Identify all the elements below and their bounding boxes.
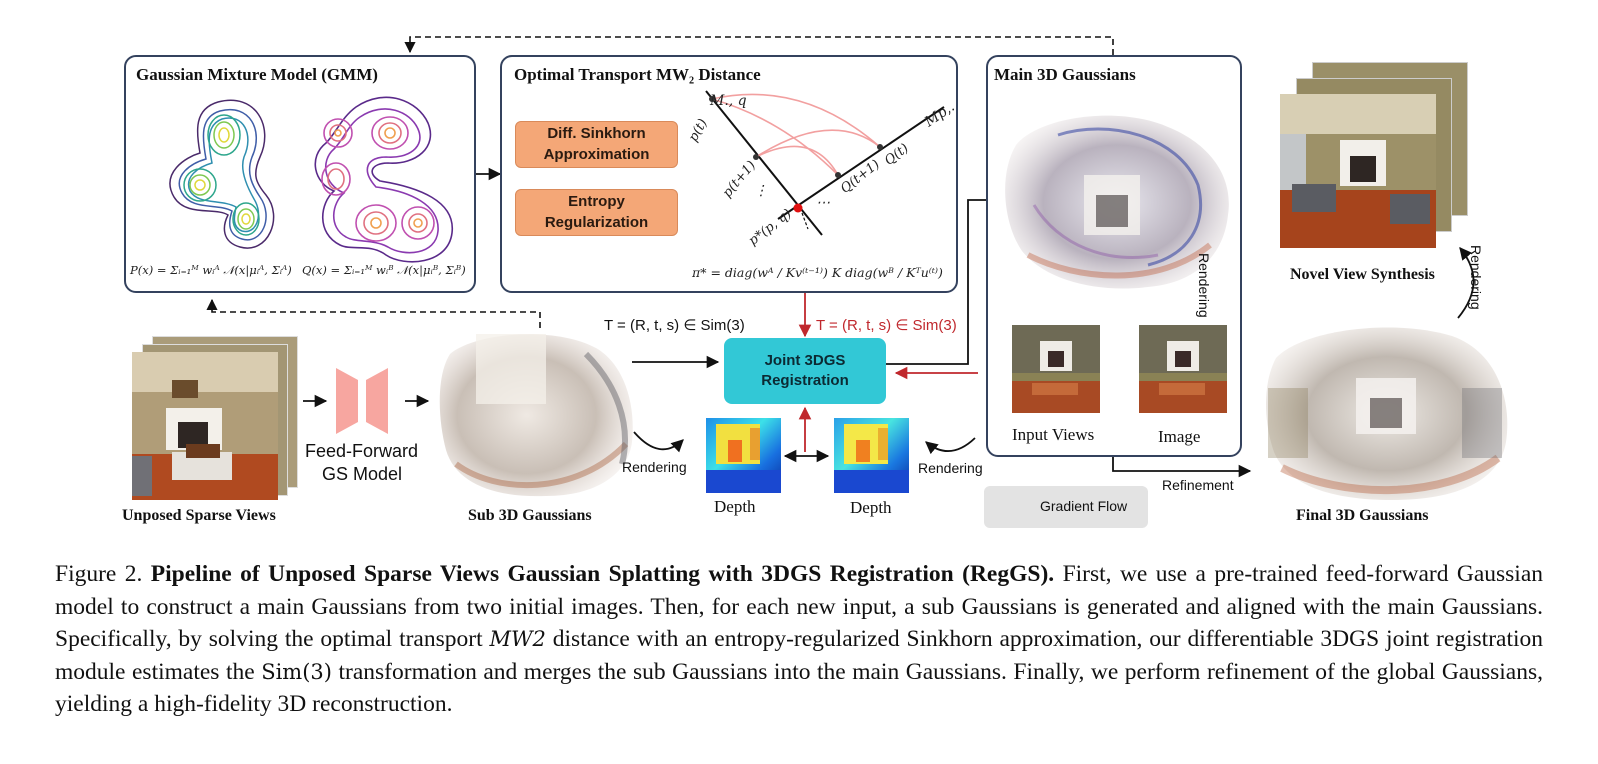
t-sim3-red: T = (R, t, s) ∈ Sim(3)	[816, 317, 957, 334]
refinement-label: Refinement	[1162, 477, 1234, 493]
feedback-dashed-top	[404, 36, 1114, 55]
image-label: Image	[1158, 427, 1201, 446]
ot-pi-formula: π* = diag(wᴬ / Kv⁽ᵗ⁻¹⁾) K diag(wᴮ / Kᵀu⁽…	[692, 265, 943, 280]
unposed-view-image	[132, 352, 278, 500]
caption-prefix: Figure 2.	[55, 561, 143, 587]
final3d-render	[1266, 327, 1508, 500]
depth-label-left: Depth	[714, 497, 756, 516]
unposed-views-label: Unposed Sparse Views	[122, 507, 276, 524]
depth-map-left	[706, 418, 781, 493]
feed-forward-label-2: GS Model	[322, 464, 403, 484]
rendering-label-left: Rendering	[622, 459, 687, 475]
feedback-dashed-sub	[206, 298, 541, 328]
gmm-contours	[169, 96, 453, 263]
ot-axis-mq: M., q	[710, 93, 747, 109]
caption-mw2: MW2	[489, 627, 546, 651]
depth-map-right	[834, 418, 909, 493]
sinkhorn-box: Diff. Sinkhorn Approximation	[515, 121, 678, 168]
arrow-refinement	[1112, 457, 1252, 478]
entropy-box: Entropy Regularization	[515, 189, 678, 236]
gradient-flow-legend	[984, 486, 1148, 528]
caption-sim3: Sim(3)	[261, 659, 332, 684]
caption-part2: distance with an entropy-regularized Sin…	[55, 626, 1544, 685]
figure-caption: Figure 2. Pipeline of Unposed Sparse Vie…	[55, 558, 1543, 721]
gmm-title: Gaussian Mixture Model (GMM)	[136, 65, 378, 84]
ot-coupling-plot	[705, 90, 945, 236]
t-sim3-black: T = (R, t, s) ∈ Sim(3)	[604, 317, 745, 334]
rendering-curve-novel	[1457, 247, 1475, 319]
sub3d-label: Sub 3D Gaussians	[468, 507, 592, 524]
caption-part3: transformation and merges the sub Gaussi…	[55, 658, 1544, 718]
caption-bold: Pipeline of Unposed Sparse Views Gaussia…	[150, 561, 1055, 587]
rendering-curve-left	[633, 431, 684, 453]
gmm-q-formula: Q(x) = Σᵢ₌₁ᴹ wᵢᴮ 𝒩(x|μᵢᴮ, Σᵢᴮ)	[302, 263, 466, 277]
depth-label-right: Depth	[850, 498, 892, 517]
rendering-curve-right	[925, 437, 976, 455]
caption-part1: First, we use a pre-trained feed-forward…	[55, 561, 1544, 652]
main3d-title: Main 3D Gaussians	[994, 65, 1136, 84]
sub3d-render	[439, 334, 633, 497]
rendering-label-right: Rendering	[918, 460, 983, 476]
final3d-label: Final 3D Gaussians	[1296, 507, 1429, 524]
joint-registration-box: Joint 3DGS Registration	[724, 338, 886, 404]
input-views-image	[1012, 325, 1100, 413]
novel-view-image	[1280, 94, 1436, 248]
main3d-rendering-label: Rendering	[1196, 253, 1212, 318]
ot-dots-left: ⋮	[754, 183, 768, 199]
feed-forward-model-icon	[336, 368, 388, 434]
gradient-flow-label: Gradient Flow	[1040, 498, 1128, 514]
ot-panel: Optimal Transport MW₂ Distance Diff. Sin…	[500, 55, 958, 293]
novel-view-label: Novel View Synthesis	[1290, 266, 1435, 283]
novel-rendering-label: Rendering	[1468, 245, 1484, 310]
gmm-p-formula: P(x) = Σᵢ₌₁ᴹ wᵢᴬ 𝒩(x|μᵢᴬ, Σᵢᴬ)	[130, 263, 292, 277]
ot-title: Optimal Transport MW₂ Distance	[514, 65, 761, 84]
main3d-panel: Main 3D Gaussians Rendering Input Vie	[986, 55, 1242, 457]
rendered-image	[1139, 325, 1227, 413]
main3d-render	[1005, 115, 1229, 289]
arrow-to-main3d	[885, 193, 1000, 365]
input-views-label: Input Views	[1012, 425, 1095, 444]
gmm-panel: Gaussian Mixture Model (GMM)	[124, 55, 476, 293]
ot-dots-right: ⋯	[816, 195, 830, 211]
feed-forward-label-1: Feed-Forward	[305, 441, 419, 461]
